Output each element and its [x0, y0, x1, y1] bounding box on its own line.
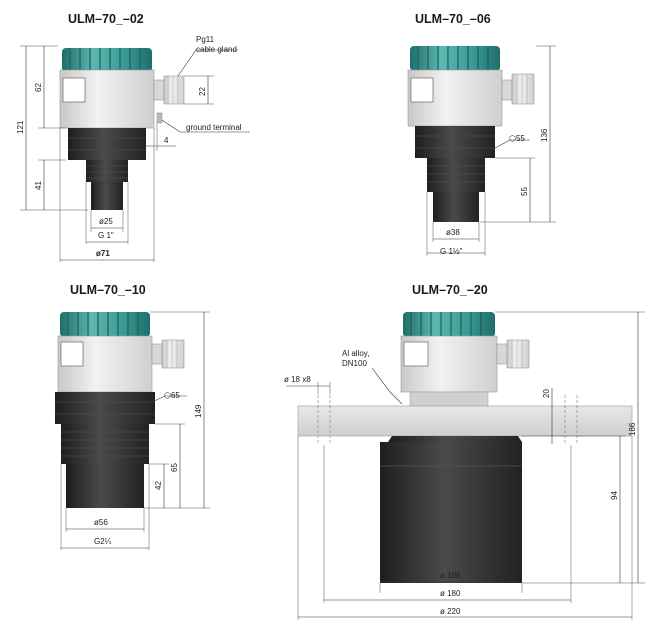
- dim-121: 121: [16, 120, 25, 134]
- dim-d220: ø 220: [440, 607, 461, 616]
- hex-nut: [415, 126, 495, 158]
- dim-d71: ø71: [96, 249, 110, 258]
- cap: [62, 48, 152, 72]
- dimensions: ⬡55 136 55 ø38 G 1½": [426, 45, 556, 256]
- dim-d38: ø38: [446, 228, 460, 237]
- ground-screw: [156, 112, 163, 124]
- model-ulm-70-02: ULM–70_–02 121: [16, 12, 250, 262]
- dimensions: ⬡65 149 65 42 ø56 G2¼: [60, 311, 210, 550]
- alloy-label-2: DN100: [342, 359, 367, 368]
- hex-nut: [68, 128, 146, 160]
- dim-thread: G 1½": [440, 247, 463, 256]
- dim-55: 55: [520, 187, 529, 196]
- dim-20: 20: [542, 389, 551, 398]
- dim-hex55: ⬡55: [509, 134, 525, 143]
- dim-65: 65: [170, 463, 179, 472]
- model-title: ULM–70_–10: [70, 283, 146, 297]
- gland-label-2: cable gland: [196, 45, 237, 54]
- thread: [61, 424, 149, 464]
- display-window: [403, 341, 429, 367]
- dim-thread: G2¼: [94, 537, 112, 546]
- dim-22: 22: [198, 87, 207, 96]
- ground-label: ground terminal: [186, 123, 242, 132]
- dim-d180: ø 180: [440, 589, 461, 598]
- cap: [60, 312, 150, 337]
- hex-nut: [55, 392, 155, 424]
- cable-gland: [153, 75, 185, 105]
- dimensions: 121 62 41 22 Pg11 cable gland ground ter…: [16, 35, 250, 262]
- model-title: ULM–70_–06: [415, 12, 491, 26]
- flange: [297, 405, 633, 437]
- cable-gland: [496, 339, 530, 369]
- model-title: ULM–70_–20: [412, 283, 488, 297]
- dim-41: 41: [34, 181, 43, 190]
- display-window: [62, 77, 86, 103]
- dim-4: 4: [164, 136, 169, 145]
- sensor-tip: [91, 182, 123, 210]
- thread: [86, 160, 128, 182]
- cap: [403, 312, 495, 337]
- model-ulm-70-06: ULM–70_–06 ⬡55 136 55: [407, 12, 556, 256]
- dim-62: 62: [34, 83, 43, 92]
- sensor-tip: [433, 192, 479, 222]
- dimensions: Al alloy, DN100 ø 18 x8 20 186 94 ø 106: [284, 311, 645, 620]
- cable-gland: [501, 73, 535, 105]
- dim-d25: ø25: [99, 217, 113, 226]
- gland-label: Pg11: [196, 35, 215, 44]
- dim-d56: ø56: [94, 518, 108, 527]
- model-ulm-70-10: ULM–70_–10 ⬡65 149 65: [55, 283, 210, 550]
- model-title: ULM–70_–02: [68, 12, 144, 26]
- bolt-holes: [317, 395, 578, 445]
- dim-136: 136: [540, 128, 549, 142]
- sensor-tip: [66, 464, 144, 508]
- cable-gland: [151, 339, 185, 369]
- dim-d106: ø 106: [440, 571, 461, 580]
- dim-hex65: ⬡65: [164, 391, 180, 400]
- dim-42: 42: [154, 481, 163, 490]
- display-window: [60, 341, 84, 367]
- neck: [409, 391, 489, 407]
- alloy-label: Al alloy,: [342, 349, 369, 358]
- dim-thread: G 1": [98, 231, 114, 240]
- cap: [410, 46, 500, 71]
- dim-186: 186: [628, 422, 637, 436]
- thread: [427, 158, 485, 192]
- holes-label: ø 18 x8: [284, 375, 311, 384]
- dim-94: 94: [610, 491, 619, 500]
- antenna-body: [380, 442, 522, 583]
- dim-149: 149: [194, 404, 203, 418]
- display-window: [410, 77, 434, 103]
- model-ulm-70-20: ULM–70_–20 Al alloy, DN100: [284, 283, 645, 620]
